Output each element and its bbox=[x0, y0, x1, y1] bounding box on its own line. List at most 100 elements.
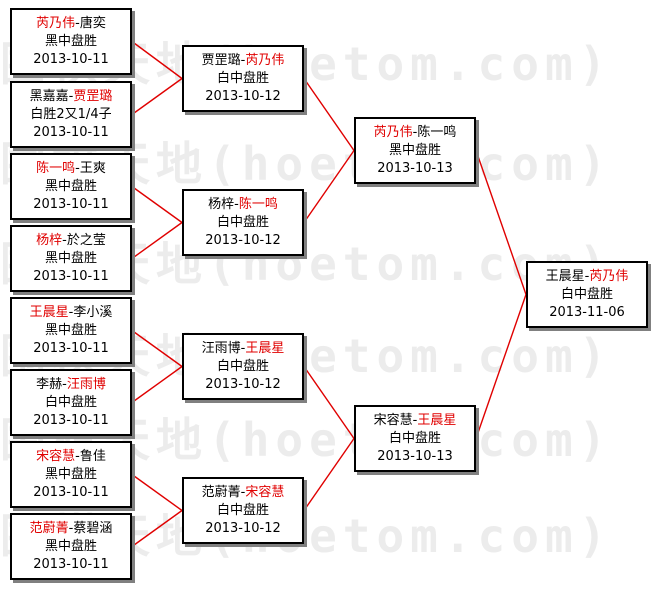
match-result: 白中盘胜 bbox=[44, 394, 97, 410]
match-players: 宋容慧-王晨星 bbox=[356, 412, 474, 430]
match-result: 白中盘胜 bbox=[388, 430, 441, 446]
match-card-r1-8: 范蔚菁-蔡碧涵 黑中盘胜 2013-10-11 bbox=[10, 513, 132, 580]
match-card-r1-2: 黑嘉嘉-贾罡璐 白胜2又1/4子 2013-10-11 bbox=[10, 81, 132, 148]
match-date: 2013-10-11 bbox=[33, 412, 109, 428]
match-card-r1-3: 陈一鸣-王爽 黑中盘胜 2013-10-11 bbox=[10, 153, 132, 220]
player-black: 李赫 bbox=[36, 376, 63, 392]
player-white: 陈一鸣 bbox=[238, 196, 278, 212]
player-separator: - bbox=[68, 304, 74, 320]
match-card-r3-1: 芮乃伟-陈一鸣 黑中盘胜 2013-10-13 bbox=[354, 117, 476, 184]
match-players: 黑嘉嘉-贾罡璐 bbox=[12, 88, 130, 106]
player-white: 蔡碧涵 bbox=[73, 520, 113, 536]
player-black: 范蔚菁 bbox=[29, 520, 69, 536]
match-date: 2013-10-11 bbox=[33, 124, 109, 140]
match-date: 2013-10-11 bbox=[33, 51, 109, 67]
player-white: 王晨星 bbox=[245, 340, 285, 356]
match-card-r1-5: 王晨星-李小溪 黑中盘胜 2013-10-11 bbox=[10, 297, 132, 364]
match-date: 2013-10-12 bbox=[205, 376, 281, 392]
player-white: 李小溪 bbox=[73, 304, 113, 320]
player-black: 陈一鸣 bbox=[36, 160, 76, 176]
player-black: 汪雨博 bbox=[201, 340, 241, 356]
player-black: 黑嘉嘉 bbox=[29, 88, 69, 104]
match-players: 王晨星-芮乃伟 bbox=[528, 268, 646, 286]
bracket-connector bbox=[131, 221, 183, 260]
match-date: 2013-10-12 bbox=[205, 88, 281, 104]
match-players: 杨梓-陈一鸣 bbox=[184, 196, 302, 214]
player-separator: - bbox=[68, 520, 74, 536]
match-card-r1-1: 芮乃伟-唐奕 黑中盘胜 2013-10-11 bbox=[10, 8, 132, 75]
match-players: 芮乃伟-陈一鸣 bbox=[356, 124, 474, 142]
match-players: 陈一鸣-王爽 bbox=[12, 160, 130, 178]
match-result: 白中盘胜 bbox=[216, 358, 269, 374]
bracket-connector bbox=[131, 509, 183, 548]
bracket-connector bbox=[303, 366, 355, 439]
bracket-connector bbox=[131, 185, 183, 224]
match-result: 白中盘胜 bbox=[216, 214, 269, 230]
player-separator: - bbox=[62, 376, 67, 392]
match-date: 2013-10-11 bbox=[33, 196, 109, 212]
match-date: 2013-10-11 bbox=[33, 268, 109, 284]
match-card-r2-1: 贾罡璐-芮乃伟 白中盘胜 2013-10-12 bbox=[182, 45, 304, 112]
bracket-connector bbox=[131, 473, 183, 512]
player-black: 芮乃伟 bbox=[373, 124, 413, 140]
player-separator: - bbox=[240, 340, 246, 356]
bracket-connector bbox=[131, 40, 183, 80]
player-black: 宋容慧 bbox=[373, 412, 413, 428]
bracket-connector bbox=[475, 150, 527, 295]
match-players: 宋容慧-鲁佳 bbox=[12, 448, 130, 466]
player-black: 芮乃伟 bbox=[36, 15, 76, 31]
player-white: 王爽 bbox=[79, 160, 106, 176]
match-result: 黑中盘胜 bbox=[44, 466, 97, 482]
player-black: 贾罡璐 bbox=[201, 52, 241, 68]
match-card-r2-3: 汪雨博-王晨星 白中盘胜 2013-10-12 bbox=[182, 333, 304, 400]
bracket-connector bbox=[303, 150, 355, 223]
match-date: 2013-10-11 bbox=[33, 484, 109, 500]
match-players: 范蔚菁-宋容慧 bbox=[184, 484, 302, 502]
match-card-r1-4: 杨梓-於之莹 黑中盘胜 2013-10-11 bbox=[10, 225, 132, 292]
player-separator: - bbox=[75, 448, 80, 464]
player-white: 贾罡璐 bbox=[73, 88, 113, 104]
match-card-final: 王晨星-芮乃伟 白中盘胜 2013-11-06 bbox=[526, 261, 648, 328]
match-date: 2013-10-13 bbox=[377, 160, 453, 176]
match-card-r3-2: 宋容慧-王晨星 白中盘胜 2013-10-13 bbox=[354, 405, 476, 472]
match-players: 王晨星-李小溪 bbox=[12, 304, 130, 322]
player-black: 杨梓 bbox=[208, 196, 235, 212]
player-black: 王晨星 bbox=[29, 304, 69, 320]
match-result: 白中盘胜 bbox=[216, 70, 269, 86]
match-date: 2013-11-06 bbox=[549, 304, 625, 320]
match-result: 黑中盘胜 bbox=[388, 142, 441, 158]
match-result: 白中盘胜 bbox=[560, 286, 613, 302]
match-date: 2013-10-11 bbox=[33, 556, 109, 572]
match-result: 黑中盘胜 bbox=[44, 178, 97, 194]
player-black: 宋容慧 bbox=[36, 448, 76, 464]
match-result: 黑中盘胜 bbox=[44, 322, 97, 338]
player-white: 汪雨博 bbox=[66, 376, 106, 392]
match-result: 黑中盘胜 bbox=[44, 33, 97, 49]
match-players: 贾罡璐-芮乃伟 bbox=[184, 52, 302, 70]
player-separator: - bbox=[68, 88, 74, 104]
match-players: 杨梓-於之莹 bbox=[12, 232, 130, 250]
player-black: 杨梓 bbox=[36, 232, 63, 248]
player-separator: - bbox=[240, 52, 246, 68]
player-white: 於之莹 bbox=[66, 232, 106, 248]
match-result: 黑中盘胜 bbox=[44, 250, 97, 266]
player-black: 王晨星 bbox=[545, 268, 585, 284]
player-white: 芮乃伟 bbox=[245, 52, 285, 68]
match-result: 白中盘胜 bbox=[216, 502, 269, 518]
player-white: 宋容慧 bbox=[245, 484, 285, 500]
player-white: 鲁佳 bbox=[79, 448, 106, 464]
match-players: 范蔚菁-蔡碧涵 bbox=[12, 520, 130, 538]
player-white: 芮乃伟 bbox=[589, 268, 629, 284]
match-players: 芮乃伟-唐奕 bbox=[12, 15, 130, 33]
match-result: 白胜2又1/4子 bbox=[30, 106, 112, 122]
player-white: 王晨星 bbox=[417, 412, 457, 428]
match-card-r2-2: 杨梓-陈一鸣 白中盘胜 2013-10-12 bbox=[182, 189, 304, 256]
player-white: 唐奕 bbox=[79, 15, 106, 31]
bracket-connector bbox=[131, 329, 183, 368]
match-date: 2013-10-13 bbox=[377, 448, 453, 464]
player-separator: - bbox=[234, 196, 239, 212]
match-date: 2013-10-12 bbox=[205, 232, 281, 248]
player-separator: - bbox=[412, 412, 418, 428]
player-separator: - bbox=[240, 484, 246, 500]
